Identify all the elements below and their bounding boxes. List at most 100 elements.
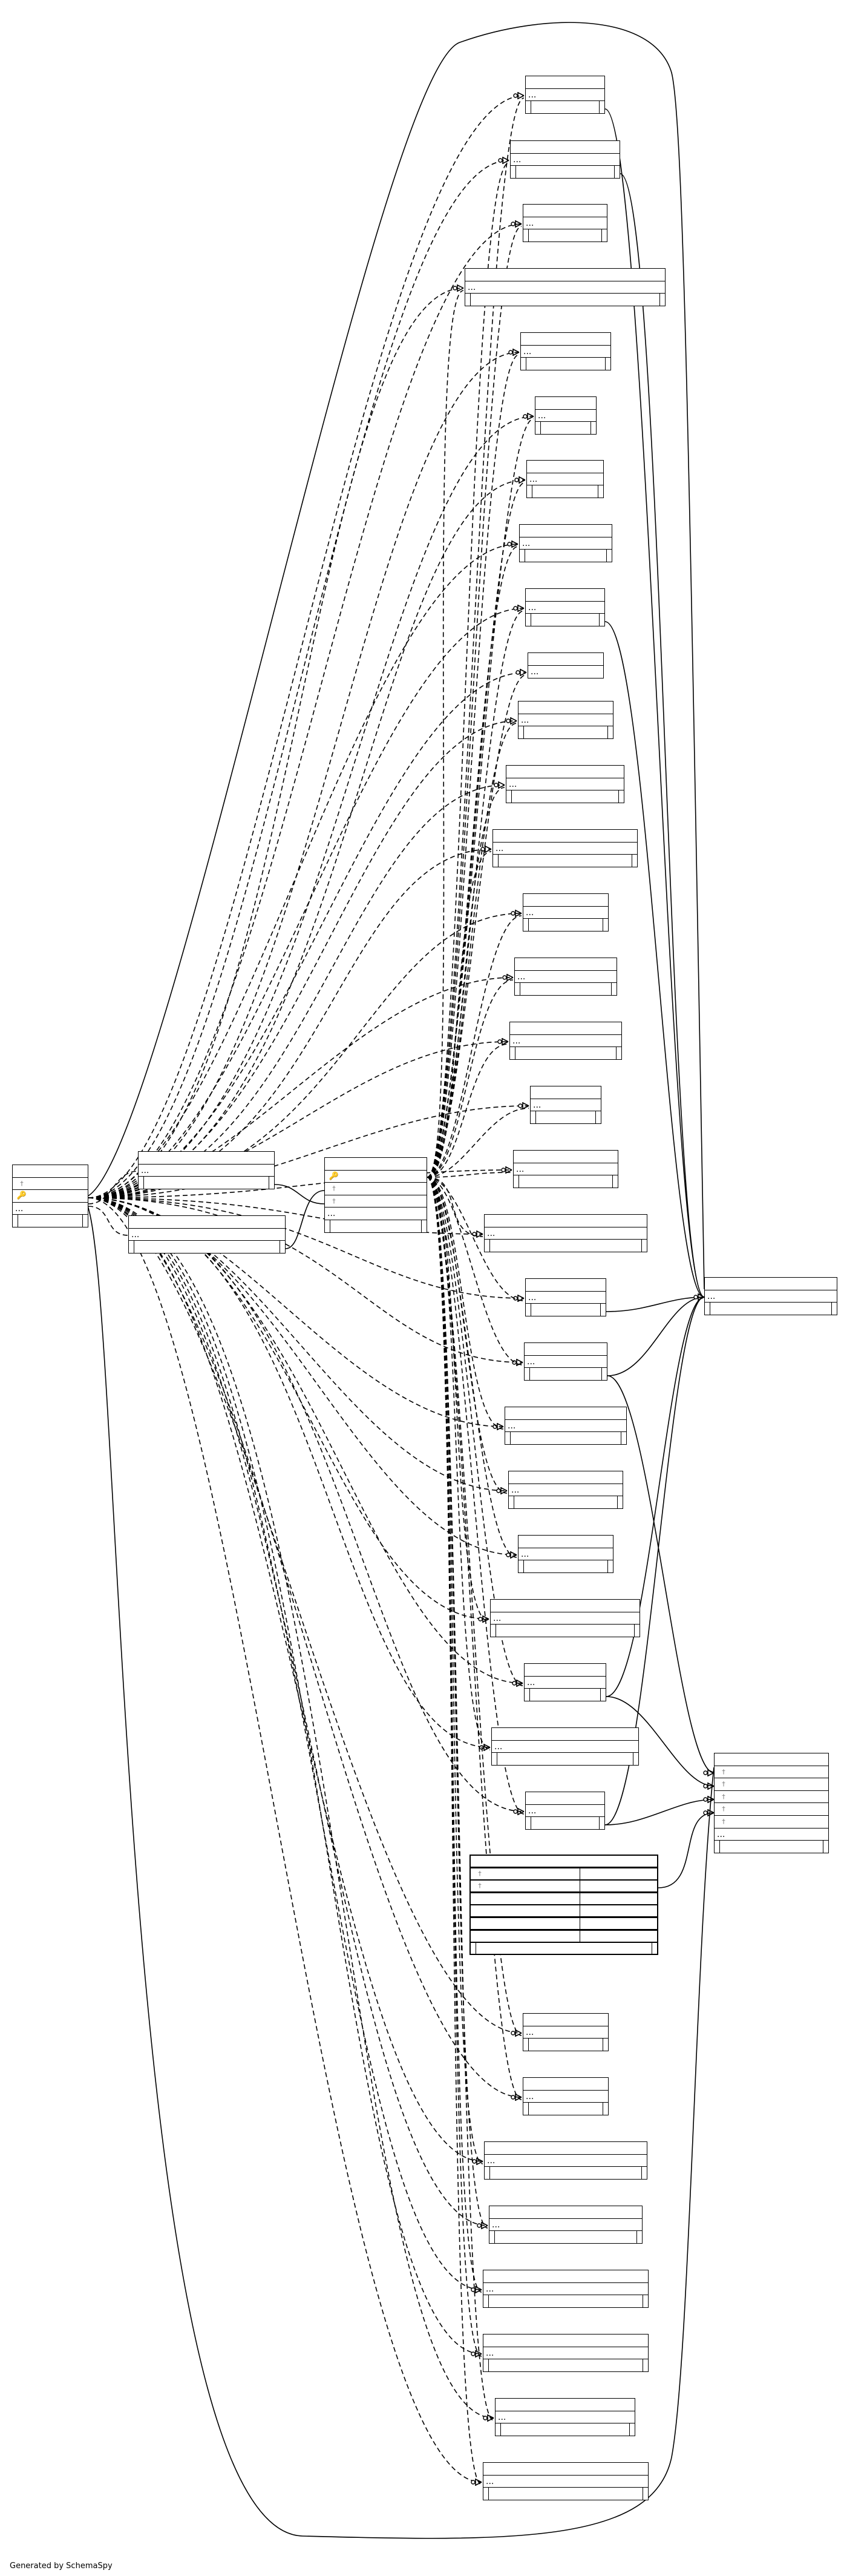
table-header[interactable] <box>506 765 624 778</box>
children-count[interactable] <box>621 1432 626 1444</box>
table-size_category[interactable]: 🔑††... <box>324 1157 427 1234</box>
table-header[interactable] <box>324 1157 427 1171</box>
table-header[interactable] <box>483 2334 649 2347</box>
parents-count[interactable] <box>511 166 516 179</box>
parents-count[interactable] <box>523 919 529 932</box>
column-row[interactable]: † <box>714 1815 829 1829</box>
children-count[interactable] <box>823 1841 828 1853</box>
children-count[interactable] <box>642 1240 647 1252</box>
column-row[interactable]: 🔑 <box>12 1189 88 1203</box>
column-row[interactable] <box>469 1917 658 1931</box>
column-row[interactable]: † <box>12 1177 88 1191</box>
column-row[interactable]: † <box>469 1879 658 1893</box>
parents-count[interactable] <box>505 1432 511 1445</box>
table-header[interactable] <box>714 1753 829 1766</box>
parents-count[interactable] <box>485 2167 490 2180</box>
children-count[interactable] <box>602 1368 607 1380</box>
table-estacoes_recolha[interactable]: ... <box>506 765 624 804</box>
parents-count[interactable] <box>139 1177 144 1189</box>
table-piscicultura_gaio_subm[interactable]: ... <box>490 1599 640 1638</box>
table-header[interactable] <box>530 1086 601 1099</box>
children-count[interactable] <box>600 614 604 626</box>
children-count[interactable] <box>601 1689 606 1701</box>
column-row[interactable]: † <box>714 1778 829 1792</box>
table-header[interactable] <box>128 1215 286 1229</box>
table-header[interactable] <box>491 1727 639 1741</box>
parents-count[interactable] <box>514 1175 519 1188</box>
children-count[interactable] <box>615 166 620 178</box>
table-actividade[interactable]: ... <box>523 204 607 243</box>
parents-count[interactable] <box>483 2295 489 2308</box>
children-count[interactable] <box>618 1496 623 1508</box>
table-header[interactable] <box>12 1165 88 1178</box>
table-header[interactable] <box>489 2206 643 2219</box>
table-header[interactable] <box>525 588 605 602</box>
table-tanque_piscicola_tipo[interactable]: ... <box>495 2398 635 2437</box>
parents-count[interactable] <box>492 1753 497 1766</box>
parents-count[interactable] <box>493 855 499 867</box>
parents-count[interactable] <box>523 2103 529 2115</box>
table-header[interactable] <box>523 2077 609 2091</box>
children-count[interactable] <box>617 1047 621 1059</box>
column-row[interactable]: † <box>714 1802 829 1816</box>
parents-count[interactable] <box>471 1943 476 1954</box>
table-header[interactable] <box>523 893 609 907</box>
table-header[interactable] <box>513 1150 618 1163</box>
children-count[interactable] <box>269 1177 274 1189</box>
table-header[interactable] <box>508 1471 623 1484</box>
parents-count[interactable] <box>715 1841 720 1853</box>
table-provincia[interactable]: ... <box>524 1342 607 1381</box>
parents-count[interactable] <box>485 1240 490 1252</box>
table-domains[interactable]: ... <box>528 652 604 678</box>
column-row[interactable]: † <box>324 1194 427 1208</box>
column-row[interactable]: 🔑 <box>324 1169 427 1183</box>
column-row[interactable] <box>469 1891 658 1905</box>
table-header[interactable] <box>704 1277 837 1290</box>
parents-count[interactable] <box>531 1111 536 1124</box>
parents-count[interactable] <box>465 294 471 306</box>
children-count[interactable] <box>643 2488 648 2500</box>
children-count[interactable] <box>422 1220 427 1232</box>
parents-count[interactable] <box>535 422 541 435</box>
table-groups[interactable]: ... <box>530 1086 601 1125</box>
parents-count[interactable] <box>519 726 524 739</box>
parents-count[interactable] <box>526 1817 531 1830</box>
table-header[interactable] <box>138 1151 275 1165</box>
children-count[interactable] <box>619 790 624 803</box>
table-header[interactable] <box>514 958 617 971</box>
table-header[interactable] <box>510 140 620 154</box>
table-utentes_utentes[interactable]: †††††... <box>714 1753 829 1854</box>
parents-count[interactable] <box>523 2039 529 2051</box>
children-count[interactable] <box>600 101 604 113</box>
table-header[interactable] <box>492 829 638 843</box>
children-count[interactable] <box>643 2295 648 2307</box>
parents-count[interactable] <box>525 1689 530 1701</box>
children-count[interactable] <box>633 1753 638 1765</box>
parents-count[interactable] <box>509 1496 514 1509</box>
children-count[interactable] <box>832 1303 837 1315</box>
children-count[interactable] <box>83 1215 88 1227</box>
table-header[interactable] <box>490 1599 640 1612</box>
column-row[interactable] <box>469 1929 658 1943</box>
children-count[interactable] <box>602 229 607 242</box>
table-header[interactable] <box>523 204 607 217</box>
table-utentes_exploracaos[interactable]: ... <box>704 1277 837 1316</box>
children-count[interactable] <box>660 294 665 306</box>
column-row[interactable]: † <box>469 1867 658 1881</box>
table-header[interactable] <box>484 2141 647 2155</box>
children-count[interactable] <box>603 2039 608 2051</box>
children-count[interactable] <box>606 358 610 370</box>
column-row[interactable]: † <box>714 1790 829 1804</box>
table-energia_tipo[interactable]: ... <box>518 701 613 740</box>
parents-count[interactable] <box>527 485 532 498</box>
table-utentes_uten_tipo[interactable]: †† <box>469 1855 658 1956</box>
table-header[interactable] <box>519 524 612 537</box>
table-header[interactable] <box>465 268 666 281</box>
parents-count[interactable] <box>325 1220 330 1233</box>
table-rega_tipo[interactable]: ... <box>523 2077 609 2116</box>
table-header[interactable] <box>518 1535 613 1548</box>
children-count[interactable] <box>630 2423 635 2436</box>
table-header[interactable] <box>495 2398 635 2411</box>
table-header[interactable] <box>509 1022 622 1035</box>
table-boolean[interactable]: ... <box>526 460 604 499</box>
